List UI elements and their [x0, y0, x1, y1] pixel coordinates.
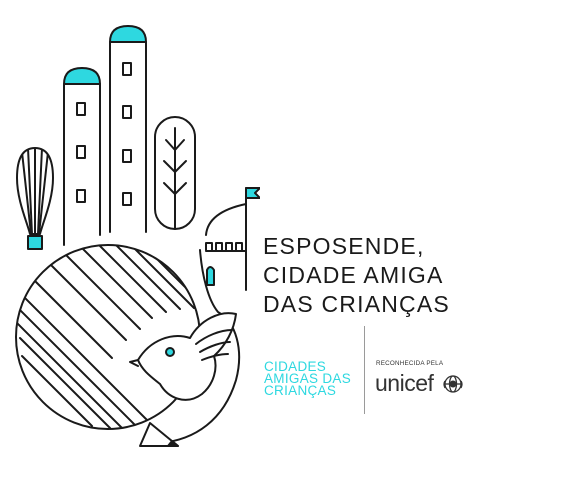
headline-line-3: DAS CRIANÇAS [263, 291, 450, 317]
program-line-2: AMIGAS DAS [264, 371, 352, 386]
recognized-by-label: RECONHECIDA PELA [376, 360, 444, 367]
castle-flag-icon [205, 187, 260, 291]
left-tower-icon [63, 67, 101, 246]
headline-line-2: CIDADE AMIGA [263, 262, 444, 288]
tall-tower-icon [109, 25, 147, 233]
hand-outline [159, 249, 241, 444]
tree-icon [154, 116, 196, 230]
hot-air-balloon-icon [16, 147, 54, 250]
program-line-3: CRIANÇAS [264, 383, 337, 398]
program-line-1: CIDADES [264, 359, 327, 374]
vertical-divider [364, 326, 365, 414]
unicef-logo-text: unicef [375, 370, 434, 396]
dove-icon [129, 312, 237, 401]
city-hand-emblem [15, 25, 260, 447]
program-logo-text: CIDADES AMIGAS DAS CRIANÇAS [264, 359, 352, 398]
unicef-globe-icon [443, 375, 463, 393]
headline-line-1: ESPOSENDE, [263, 233, 425, 259]
headline: ESPOSENDE, CIDADE AMIGA DAS CRIANÇAS [263, 232, 450, 319]
